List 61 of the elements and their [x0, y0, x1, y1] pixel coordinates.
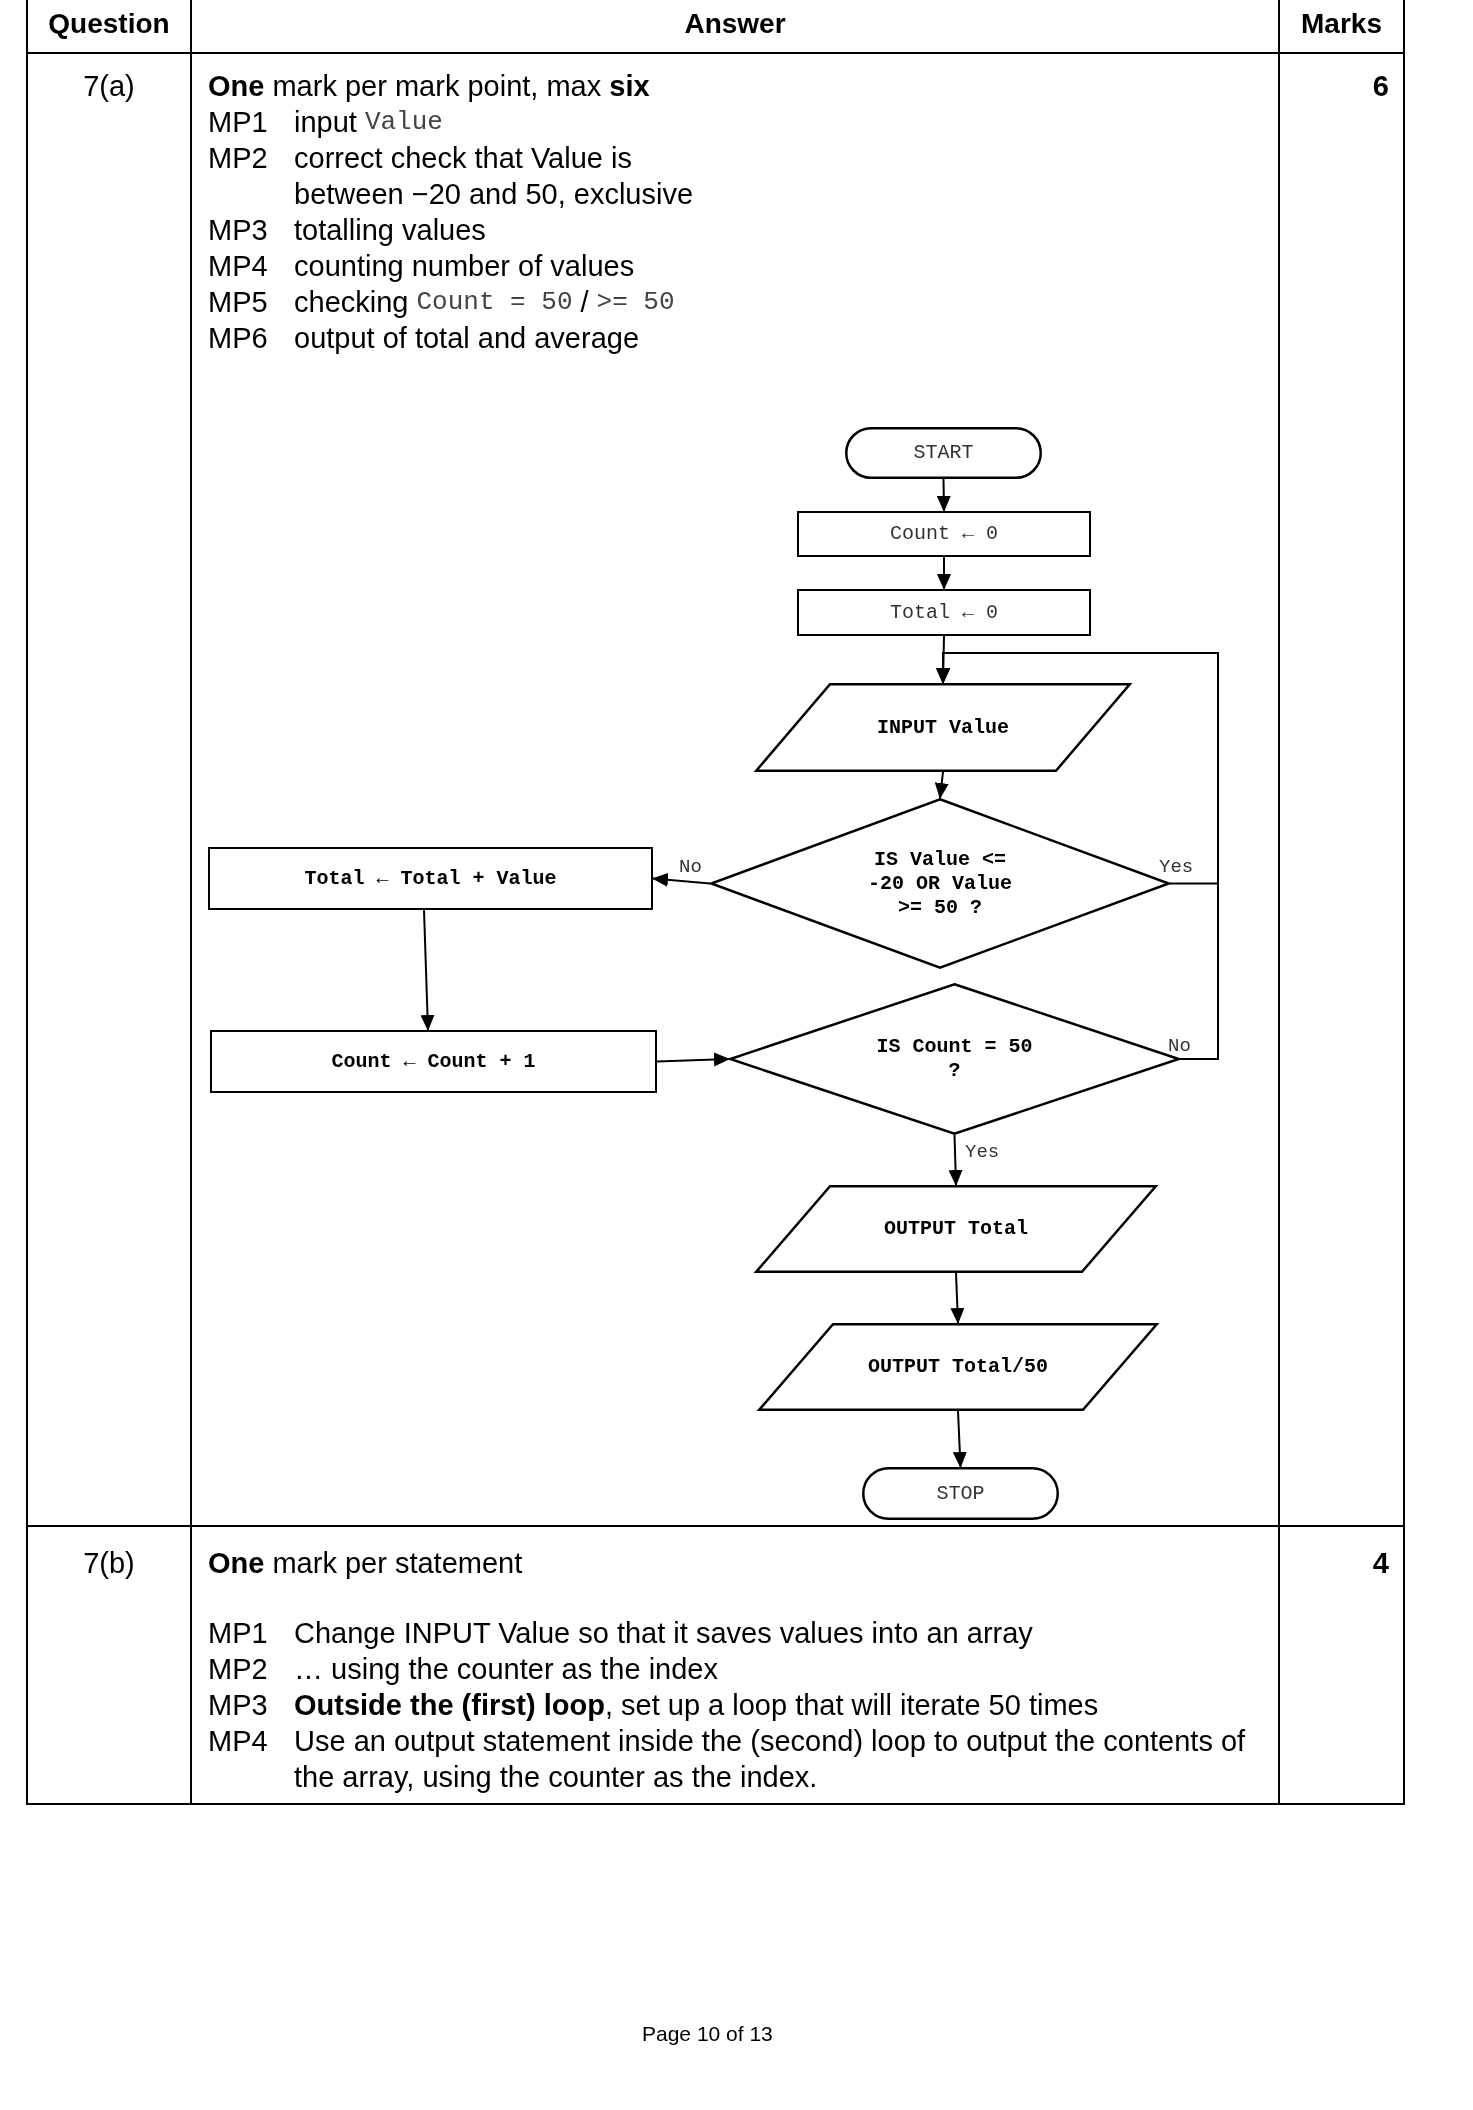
mark-point-number: MP4 — [208, 1724, 269, 1759]
column-header: Answer — [683, 7, 787, 41]
flowchart-text: IS Count = 50 ? — [875, 1035, 1034, 1083]
arrow — [420, 909, 435, 1031]
flowchart-text: START — [913, 441, 974, 465]
mark-point-number: MP1 — [208, 105, 269, 140]
mark-point-number: MP3 — [208, 213, 269, 248]
answer-text: counting number of values — [294, 249, 635, 284]
answer-text: output of total and average — [294, 321, 640, 356]
flowchart-text: IS Value <= -20 OR Value >= 50 ? — [867, 847, 1013, 920]
answer-text: Outside the (first) loop, set up a loop that will iterate 50 times — [294, 1688, 1099, 1723]
flowchart-text: Total ← Total + Value — [304, 866, 557, 891]
mark-value: 6 — [1372, 69, 1389, 104]
arrow — [937, 556, 951, 590]
mark-value: 4 — [1372, 1546, 1389, 1581]
mark-point-number: MP2 — [208, 1652, 269, 1687]
code-text: Value — [364, 106, 443, 139]
mark-point-number: MP4 — [208, 249, 269, 284]
mark-point-number: MP3 — [208, 1688, 269, 1723]
answer-text: Change INPUT Value so that it saves values into an array — [294, 1616, 1033, 1651]
mark-point-number: MP2 — [208, 141, 269, 176]
mark-point-number: MP6 — [208, 321, 269, 356]
column-header: Marks — [1300, 7, 1383, 41]
arrow — [936, 478, 951, 512]
arrow — [656, 1052, 730, 1067]
answer-text: Use an output statement inside the (second) loop to output the contents of the array, using the counter as the index. — [294, 1724, 1247, 1795]
mark-point-number: MP5 — [208, 285, 269, 320]
flowchart-text: Count ← 0 — [890, 522, 998, 546]
answer-text: totalling values — [294, 213, 486, 248]
flowchart-text: Count ← Count + 1 — [331, 1049, 536, 1074]
arrow — [952, 1410, 967, 1468]
answer-text: input — [294, 105, 357, 140]
answer-text: checking — [294, 285, 409, 320]
process-box — [797, 589, 1091, 636]
answer-text: / — [580, 285, 589, 320]
arrow — [936, 652, 1219, 1060]
process-box — [797, 511, 1091, 557]
page-number: Page 10 of 13 — [642, 2022, 773, 2046]
mark-point-number: MP1 — [208, 1616, 269, 1651]
arrow — [950, 1272, 965, 1324]
question-number: 7(b) — [82, 1546, 136, 1581]
flowchart-text: Total ← 0 — [890, 600, 998, 625]
answer-text: … using the counter as the index — [294, 1652, 718, 1687]
flowchart-text: INPUT Value — [877, 715, 1009, 740]
flowchart-text: OUTPUT Total — [884, 1217, 1028, 1241]
column-header: Question — [47, 7, 171, 41]
code-text: >= 50 — [596, 286, 675, 319]
process-box — [210, 1030, 657, 1093]
arrow — [934, 771, 949, 799]
code-text: Count = 50 — [416, 286, 573, 319]
flowchart-text: STOP — [936, 1481, 985, 1506]
flowchart-text: OUTPUT Total/50 — [868, 1355, 1048, 1379]
question-number: 7(a) — [82, 69, 136, 104]
arrow — [652, 872, 711, 887]
io-parallelogram — [758, 1323, 1158, 1411]
io-parallelogram — [755, 1185, 1157, 1273]
arrow — [948, 1134, 963, 1186]
answer-text: One mark per mark point, max six — [208, 70, 650, 102]
io-parallelogram — [755, 683, 1131, 772]
answer-text: One mark per statement — [208, 1547, 523, 1579]
process-box — [208, 847, 653, 910]
